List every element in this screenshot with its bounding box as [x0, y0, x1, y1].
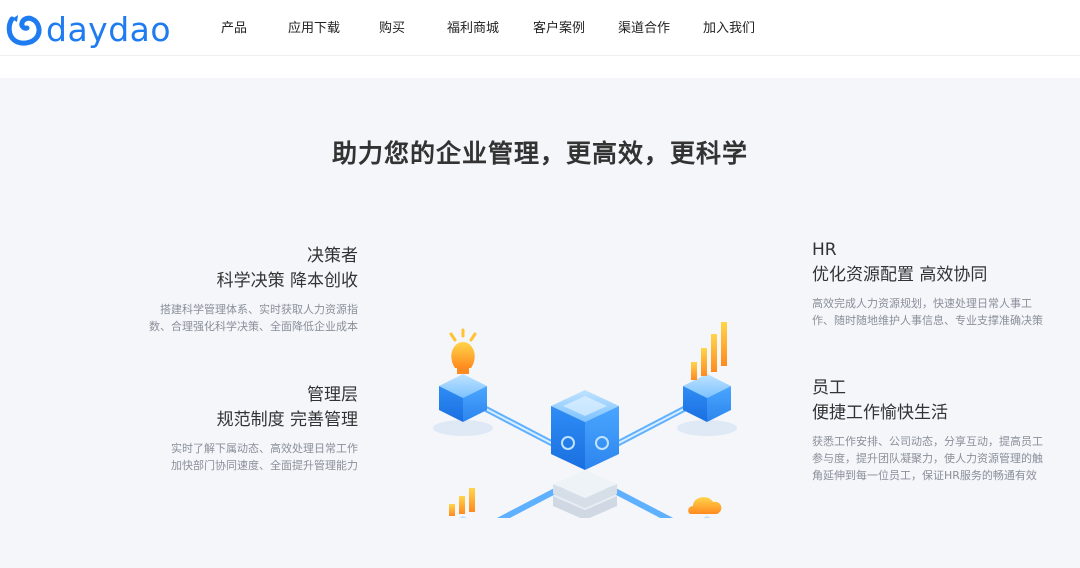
feature-description: 实时了解下属动态、高效处理日常工作 加快部门协同速度、全面提升管理能力: [120, 440, 358, 474]
feature-description: 高效完成人力资源规划，快速处理日常人事工 作、随时随地维护人事信息、专业支撑准确…: [812, 295, 1062, 329]
logo[interactable]: daydao: [6, 9, 171, 49]
feature-description-line: 搭建科学管理体系、实时获取人力资源指: [160, 303, 358, 316]
nav-item-buy[interactable]: 购买: [378, 20, 405, 36]
feature-description-line: 获悉工作安排、公司动态，分享互动，提高员工: [812, 435, 1043, 448]
top-header: daydao 产品 应用下载 购买 福利商城 客户案例 渠道合作 加入我们: [0, 0, 1080, 56]
feature-description-line: 角延伸到每一位员工，保证HR服务的畅通有效: [812, 469, 1037, 482]
feature-role: 员工: [812, 378, 846, 398]
feature-decision-maker: 决策者 科学决策 降本创收 搭建科学管理体系、实时获取人力资源指 数、合理强化科…: [120, 244, 358, 335]
feature-role: HR: [812, 240, 837, 260]
nav-item-join-us[interactable]: 加入我们: [702, 20, 755, 36]
growth-chart-cube-icon: [449, 488, 475, 518]
nav-item-welfare-mall[interactable]: 福利商城: [446, 20, 499, 36]
feature-description-line: 参与度，提升团队凝聚力，使人力资源管理的触: [812, 452, 1043, 465]
cloud-cube-icon: [688, 497, 722, 518]
nav-item-channel-partner[interactable]: 渠道合作: [617, 20, 670, 36]
feature-hr: HR 优化资源配置 高效协同 高效完成人力资源规划，快速处理日常人事工 作、随时…: [812, 238, 1062, 329]
feature-description-line: 数、合理强化科学决策、全面降低企业成本: [149, 320, 358, 333]
feature-role: 管理层: [307, 385, 358, 405]
feature-description: 搭建科学管理体系、实时获取人力资源指 数、合理强化科学决策、全面降低企业成本: [120, 301, 358, 335]
nav-item-product[interactable]: 产品: [220, 20, 247, 36]
lightbulb-cube-icon: [439, 328, 487, 422]
nav-item-customer-cases[interactable]: 客户案例: [532, 20, 585, 36]
central-server-icon: [551, 390, 619, 518]
feature-description: 获悉工作安排、公司动态，分享互动，提高员工 参与度，提升团队凝聚力，使人力资源管…: [812, 433, 1062, 484]
feature-employee: 员工 便捷工作愉快生活 获悉工作安排、公司动态，分享互动，提高员工 参与度，提升…: [812, 376, 1062, 484]
section-headline: 助力您的企业管理，更高效，更科学: [331, 139, 748, 168]
feature-slogan: 优化资源配置 高效协同: [812, 265, 988, 285]
feature-description-line: 加快部门协同速度、全面提升管理能力: [171, 459, 358, 472]
feature-description-line: 作、随时随地维护人事信息、专业支撑准确决策: [812, 314, 1043, 327]
feature-role: 决策者: [307, 246, 358, 266]
feature-slogan: 便捷工作愉快生活: [812, 403, 948, 423]
feature-slogan: 科学决策 降本创收: [216, 271, 358, 291]
cube-shadows: [433, 420, 737, 436]
nav-item-app-download[interactable]: 应用下载: [287, 20, 340, 36]
logo-text: daydao: [46, 9, 172, 49]
bar-chart-cube-icon: [683, 322, 731, 422]
feature-slogan: 规范制度 完善管理: [216, 410, 358, 430]
solutions-section: 助力您的企业管理，更高效，更科学 决策者 科学决策 降本创收 搭建科学管理体系、…: [0, 78, 1080, 568]
network-illustration: [433, 322, 737, 518]
feature-management: 管理层 规范制度 完善管理 实时了解下属动态、高效处理日常工作 加快部门协同速度…: [120, 383, 358, 474]
feature-description-line: 高效完成人力资源规划，快速处理日常人事工: [812, 297, 1032, 310]
daydao-logo-icon: [6, 15, 42, 46]
feature-description-line: 实时了解下属动态、高效处理日常工作: [171, 442, 358, 455]
